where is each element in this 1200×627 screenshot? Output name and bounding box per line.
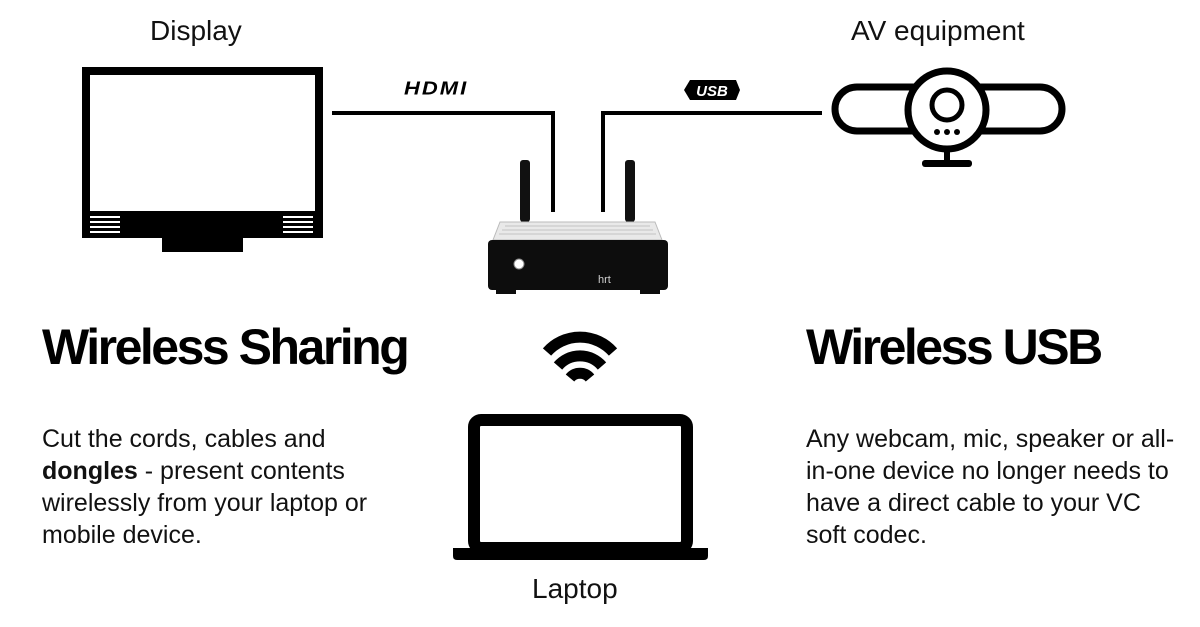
- wireless-sharing-text-start: Cut the cords, cables and: [42, 425, 326, 453]
- usb-label: USB: [696, 83, 728, 100]
- av-equipment-label: AV equipment: [851, 15, 1025, 46]
- router-device: hrt: [488, 160, 668, 294]
- hdmi-cable: [332, 111, 555, 212]
- wireless-sharing-description: Cut the cords, cables and dongles - pres…: [42, 423, 402, 551]
- display-label: Display: [150, 15, 242, 46]
- wireless-usb-description: Any webcam, mic, speaker or all-in-one d…: [806, 425, 1175, 549]
- wireless-sharing-text-end: - present contents wirelessly from your …: [42, 457, 368, 549]
- usb-cable: [601, 111, 822, 212]
- camera-icon: [831, 67, 1066, 167]
- monitor-speaker-right: [283, 216, 313, 233]
- laptop-icon: [453, 414, 708, 560]
- device-brand: hrt: [598, 274, 611, 286]
- laptop-label: Laptop: [532, 573, 618, 604]
- monitor-icon: [82, 67, 323, 252]
- hdmi-label: HDMI: [404, 79, 468, 99]
- hdmi-logo: HDMI: [404, 79, 468, 99]
- wireless-sharing-text-bold: dongles: [42, 457, 138, 485]
- monitor-speaker-left: [90, 216, 120, 233]
- usb-logo: USB: [684, 80, 740, 100]
- wireless-sharing-heading: Wireless Sharing: [42, 319, 410, 375]
- wireless-usb-heading: Wireless USB: [806, 319, 1103, 375]
- wifi-icon: [542, 331, 618, 382]
